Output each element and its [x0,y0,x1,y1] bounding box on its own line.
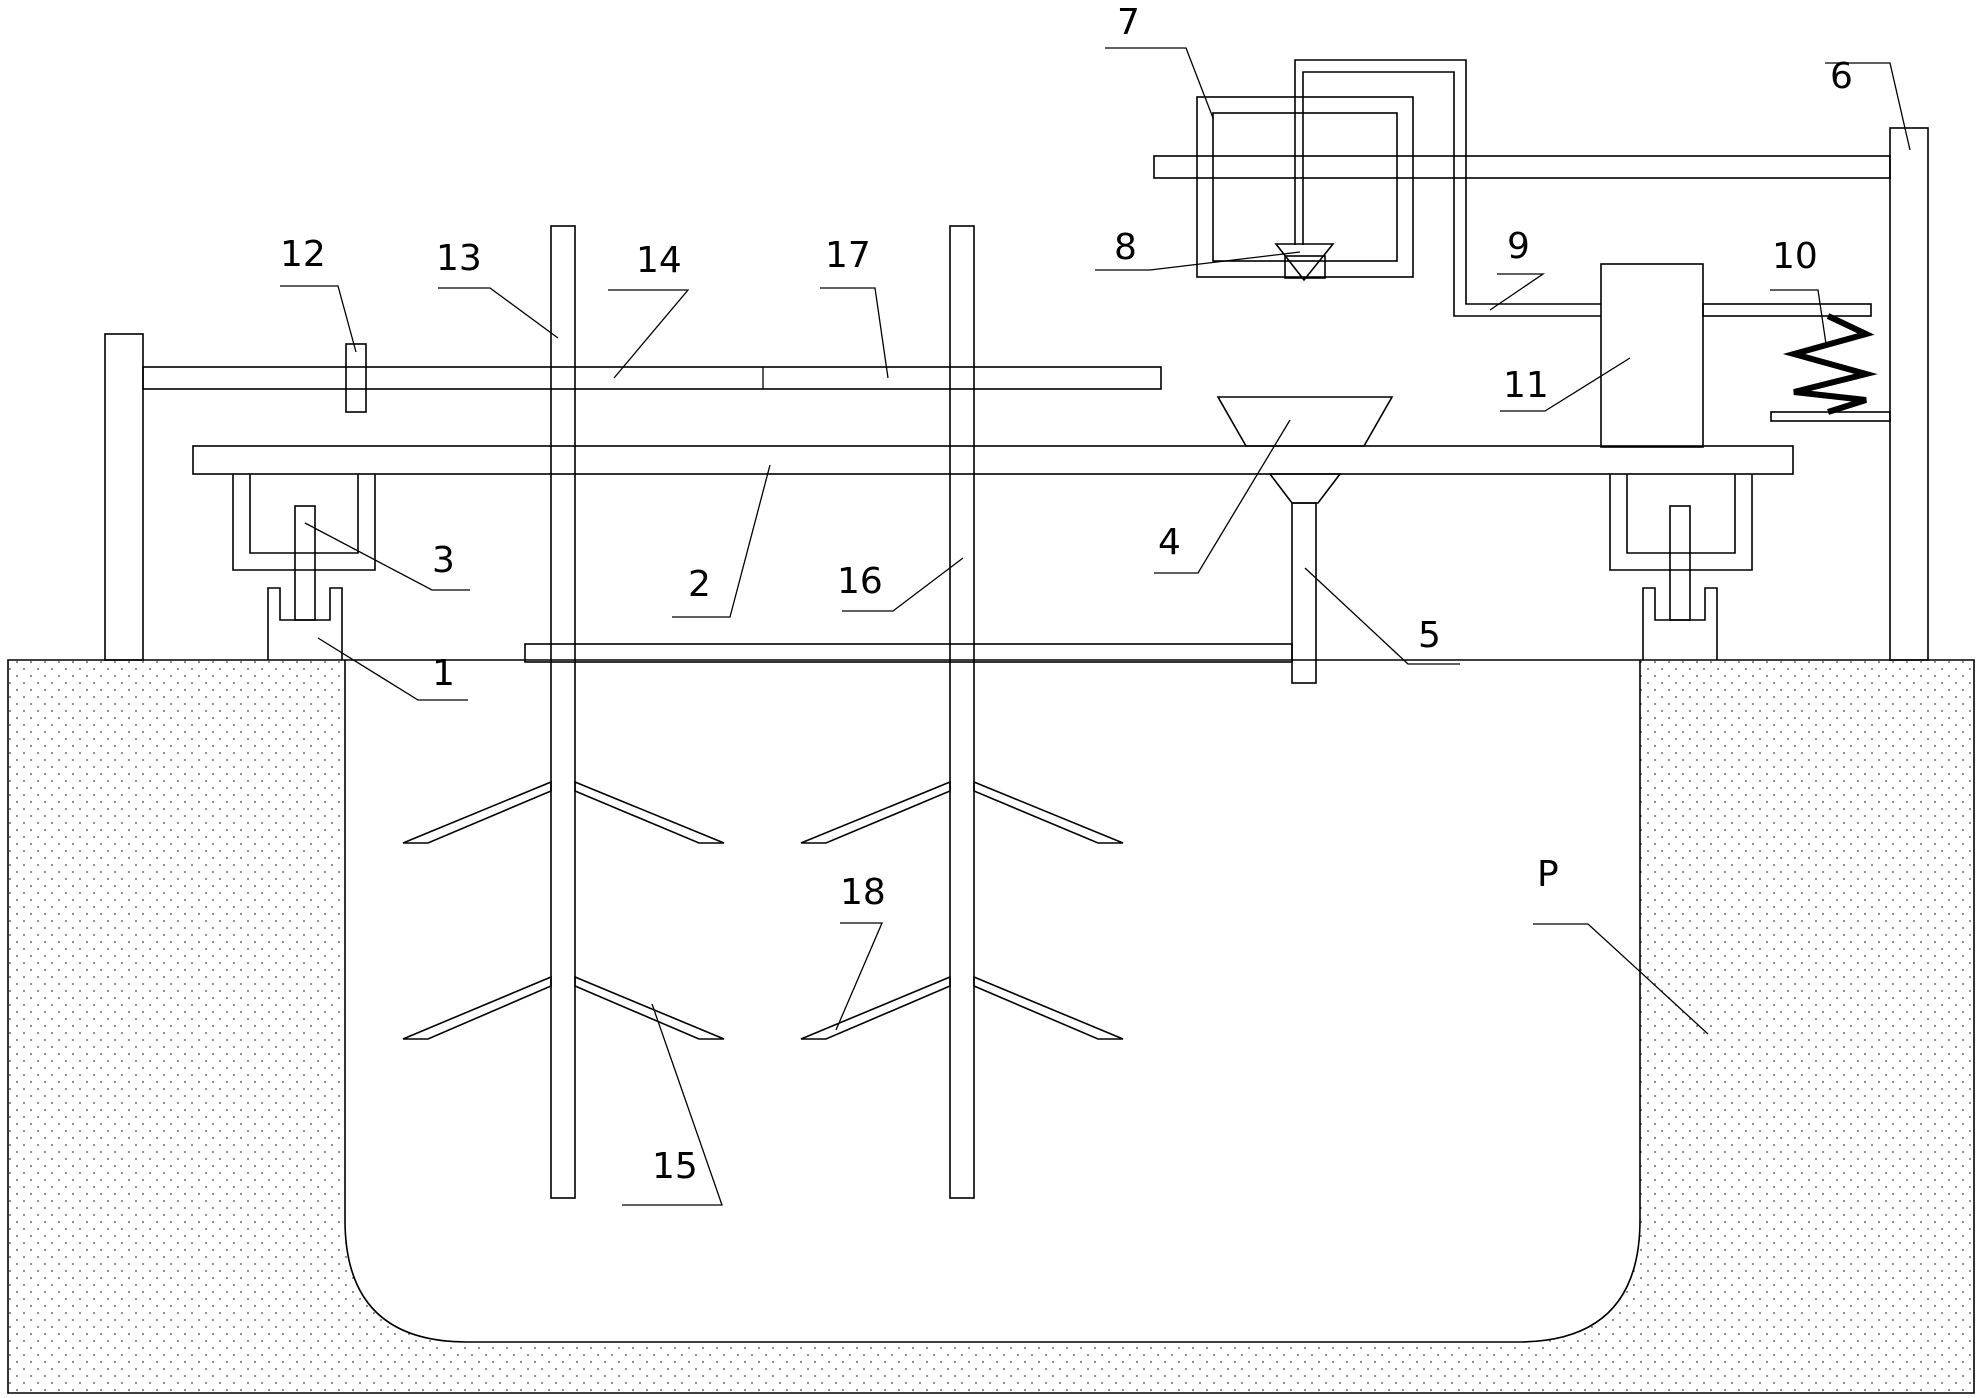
label-11: 11 [1503,365,1549,406]
label-10: 10 [1772,236,1818,277]
right-track [1642,587,1718,660]
spray-bar [524,643,1293,663]
label-8: 8 [1114,227,1137,268]
label-6: 6 [1830,56,1853,97]
spring-10 [1782,313,1878,415]
funnel-4 [1216,396,1394,447]
stirring-shaft-16 [949,225,975,1199]
pipe-9-inner [1302,71,1601,317]
label-17: 17 [825,235,871,276]
funnel-lower [1268,473,1342,504]
upper-rod-14-17 [142,366,1162,390]
label-1: 1 [432,653,455,694]
leader-lines [280,47,1911,1206]
label-3: 3 [432,540,455,581]
paddles-15 [402,780,725,1040]
label-18: 18 [840,872,886,913]
motor-housing-7 [1196,96,1414,278]
left-clamp-3 [232,474,376,621]
right-clamp [1609,474,1753,621]
collar-12 [345,343,367,413]
label-P: P [1537,854,1559,895]
ground-tank-wall [7,659,1975,1394]
stirring-shaft-13 [550,225,576,1199]
label-5: 5 [1418,615,1441,656]
label-15: 15 [652,1146,698,1187]
main-beam-2 [192,445,1794,475]
upper-spring-arm [1702,303,1872,317]
support-column-6 [1889,127,1929,661]
top-beam [1153,155,1891,179]
pipe-5 [1291,502,1317,684]
valve-8 [1274,243,1335,282]
controller-box-11 [1600,263,1704,448]
label-9: 9 [1507,226,1530,267]
left-track-1 [267,587,343,660]
label-16: 16 [837,561,883,602]
paddles-18 [800,780,1124,1040]
label-13: 13 [436,238,482,279]
pipe-9 [1294,59,1601,305]
label-12: 12 [280,234,326,275]
label-2: 2 [688,564,711,605]
label-4: 4 [1158,522,1181,563]
label-7: 7 [1117,2,1140,43]
left-support-post [104,333,144,661]
label-14: 14 [636,240,682,281]
